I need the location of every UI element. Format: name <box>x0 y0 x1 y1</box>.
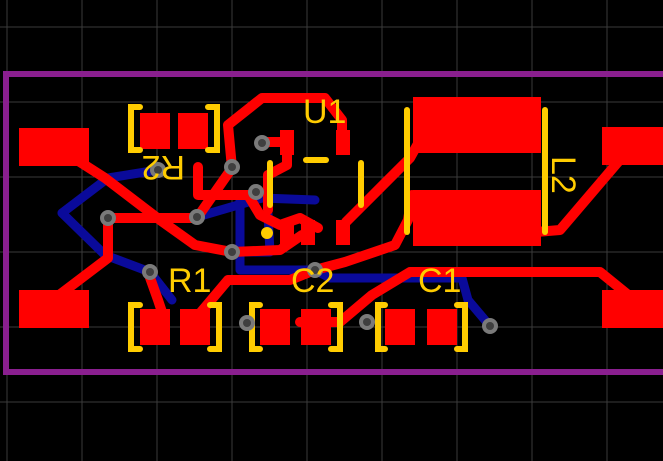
via <box>142 264 158 280</box>
connector-pad-bottom-right <box>602 290 663 328</box>
u1-pad-2 <box>301 220 315 245</box>
top-trace <box>50 141 307 257</box>
l2-pad-2 <box>413 190 541 246</box>
l2-pad-1 <box>413 97 541 153</box>
connector-pad-top-right <box>602 127 663 165</box>
r2-pad-2 <box>178 113 208 149</box>
via <box>359 314 375 330</box>
designator-l2: L2 <box>544 156 582 194</box>
via <box>254 135 270 151</box>
vias <box>100 135 498 334</box>
via <box>248 184 264 200</box>
top-trace <box>193 162 323 233</box>
top-trace <box>191 265 320 323</box>
c1-pad-2 <box>427 309 457 345</box>
c1-pad-1 <box>385 309 415 345</box>
r2-outline-right <box>205 104 220 153</box>
u1-pin1-marker <box>261 227 273 239</box>
bottom-trace <box>57 208 177 305</box>
via <box>482 318 498 334</box>
u1-pad-4 <box>280 130 294 155</box>
designator-r1: R1 <box>168 262 211 300</box>
r1-pad-2 <box>180 309 210 345</box>
top-trace <box>45 213 113 307</box>
designators: U1 R1 C2 C1 R2 L2 <box>142 93 582 300</box>
c2-pad-1 <box>260 309 290 345</box>
r1-pad-1 <box>140 309 170 345</box>
r1-outline-right <box>207 302 222 352</box>
u1-pad-1 <box>280 220 294 245</box>
designator-c1: C1 <box>418 262 461 300</box>
c2-pad-2 <box>301 309 331 345</box>
via <box>307 262 323 278</box>
bottom-trace <box>310 265 495 331</box>
r2-pad-1 <box>140 113 170 149</box>
u1-pad-5 <box>336 130 350 155</box>
via <box>224 159 240 175</box>
r2-outline-left <box>128 104 143 153</box>
c1-outline-left <box>375 302 388 352</box>
designator-u1: U1 <box>303 93 346 131</box>
c2-outline-right <box>328 302 343 352</box>
designator-r2: R2 <box>142 148 185 186</box>
via <box>189 209 205 225</box>
via <box>224 244 240 260</box>
via <box>239 315 255 331</box>
via <box>150 162 166 178</box>
bottom-trace <box>192 193 320 222</box>
top-copper-layer <box>45 93 637 327</box>
board-outline <box>3 71 663 375</box>
r1-outline-left <box>128 302 143 352</box>
top-trace <box>455 267 637 303</box>
u1-pad-3 <box>336 220 350 245</box>
c1-outline-right <box>454 302 468 352</box>
connector-pad-top-left <box>19 128 89 166</box>
connector-pad-bottom-left <box>19 290 89 328</box>
designator-c2: C2 <box>291 262 334 300</box>
top-copper-pads <box>19 97 663 345</box>
via <box>100 210 116 226</box>
